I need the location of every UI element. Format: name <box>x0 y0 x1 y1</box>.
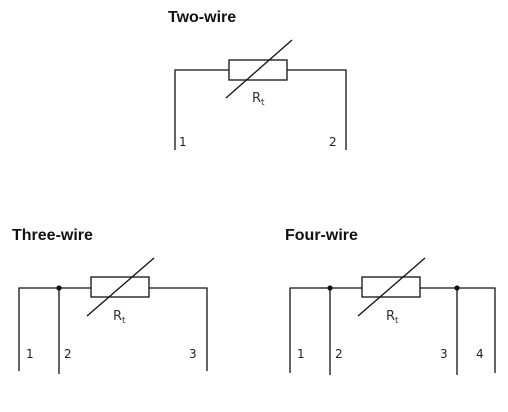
two-wire-diagram: Two-wire Rt 1 2 <box>168 9 347 150</box>
two-wire-terminal-1: 1 <box>179 135 187 149</box>
two-wire-variable-arrow <box>225 39 293 99</box>
three-wire-resistor-label: Rt <box>113 309 126 326</box>
three-wire-loop <box>18 287 208 371</box>
four-wire-junction-right <box>454 285 460 291</box>
four-wire-terminal-3: 3 <box>440 347 448 361</box>
three-wire-title: Three-wire <box>12 227 93 244</box>
three-wire-terminal-1: 1 <box>26 347 34 361</box>
four-wire-loop <box>289 287 496 373</box>
three-wire-diagram: Three-wire Rt 1 2 3 <box>12 227 208 374</box>
three-wire-terminal-2: 2 <box>64 347 72 361</box>
three-wire-variable-arrow <box>86 257 155 317</box>
four-wire-terminal-1: 1 <box>297 347 305 361</box>
three-wire-terminal-3: 3 <box>189 347 197 361</box>
two-wire-title: Two-wire <box>168 9 236 26</box>
two-wire-terminal-2: 2 <box>329 135 337 149</box>
three-wire-junction <box>56 285 62 291</box>
two-wire-loop <box>174 69 347 150</box>
four-wire-resistor-label: Rt <box>386 309 399 326</box>
four-wire-title: Four-wire <box>285 227 358 244</box>
four-wire-junction-left <box>327 285 333 291</box>
four-wire-terminal-4: 4 <box>476 347 484 361</box>
four-wire-variable-arrow <box>357 257 426 317</box>
two-wire-resistor-label: Rt <box>252 91 265 108</box>
four-wire-terminal-2: 2 <box>335 347 343 361</box>
four-wire-diagram: Four-wire Rt 1 2 3 4 <box>285 227 496 375</box>
